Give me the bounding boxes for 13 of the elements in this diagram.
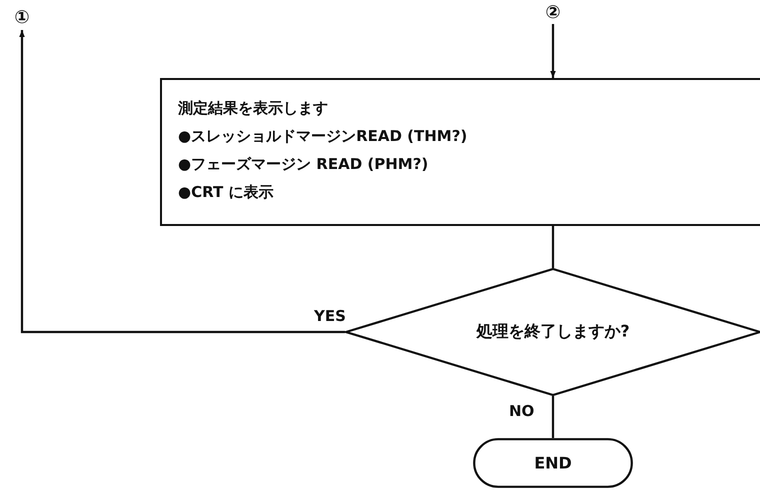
- connector-line: [19, 30, 345, 334]
- bullet-item: ●スレッショルドマージンREAD (THM?): [178, 126, 468, 147]
- connector-line: [552, 396, 554, 438]
- connector-line: [550, 24, 556, 78]
- decision-diamond: 処理を終了しますか?: [345, 268, 760, 396]
- connector-mark: ②: [543, 2, 563, 24]
- connector-line: [552, 226, 554, 268]
- process-box: [160, 78, 760, 226]
- bullet-item: ●フェーズマージン READ (PHM?): [178, 154, 428, 175]
- bullet-item: ●CRT に表示: [178, 182, 274, 203]
- heading-text: 測定結果を表示します: [178, 98, 328, 119]
- terminal-shape: END: [473, 438, 633, 488]
- connector-mark: ①: [12, 6, 32, 30]
